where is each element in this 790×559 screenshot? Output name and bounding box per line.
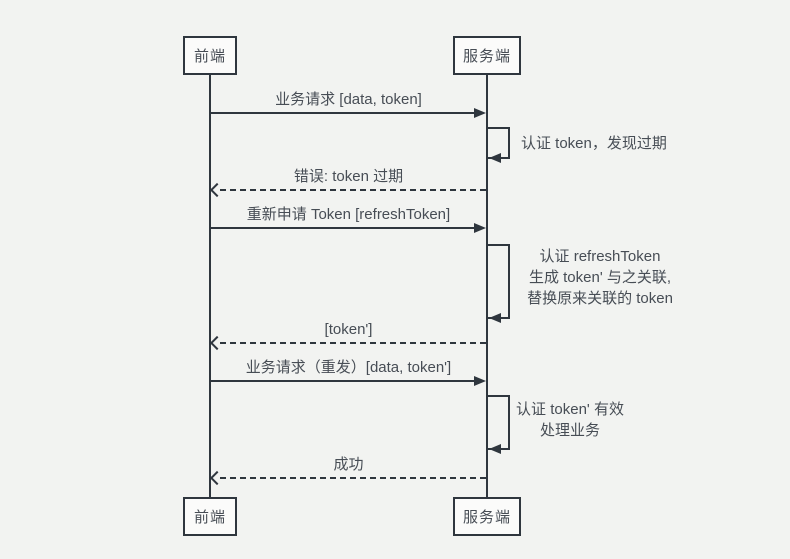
message-label-success: 成功 bbox=[333, 456, 364, 473]
message-line-new-token bbox=[220, 342, 486, 344]
message-label-error-expired: 错误: token 过期 bbox=[293, 168, 404, 185]
message-line-business-request bbox=[211, 112, 476, 114]
participant-label-frontend-bottom: 前端 bbox=[193, 509, 226, 526]
lifeline-server bbox=[486, 75, 488, 497]
self-loop-label-verify-token: 认证 token，发现过期 bbox=[521, 135, 667, 152]
arrowhead-left-icon bbox=[489, 153, 501, 163]
participant-label-frontend-top: 前端 bbox=[193, 48, 226, 65]
self-loop-label-verify-new-token: 认证 token' 有效 处理业务 bbox=[505, 399, 635, 441]
self-loop-label-line: 认证 token' 有效 bbox=[516, 401, 624, 418]
arrowhead-left-icon bbox=[489, 313, 501, 323]
self-loop-label-line: 认证 refreshToken bbox=[539, 248, 661, 265]
message-line-success bbox=[220, 477, 486, 479]
message-line-refresh-request bbox=[211, 227, 476, 229]
self-loop-label-line: 替换原来关联的 token bbox=[527, 290, 673, 307]
message-label-business-request: 业务请求 [data, token] bbox=[275, 91, 422, 108]
participant-box-server-top: 服务端 bbox=[453, 36, 521, 75]
arrowhead-right-icon bbox=[474, 108, 486, 118]
message-line-error-expired bbox=[220, 189, 486, 191]
arrowhead-left-icon bbox=[489, 444, 501, 454]
self-loop-label-line: 处理业务 bbox=[539, 422, 600, 439]
message-line-resend-request bbox=[211, 380, 476, 382]
arrowhead-right-icon bbox=[474, 223, 486, 233]
message-label-refresh-request: 重新申请 Token [refreshToken] bbox=[246, 206, 451, 223]
participant-label-server-top: 服务端 bbox=[462, 48, 511, 65]
message-label-new-token: [token'] bbox=[324, 321, 373, 338]
participant-box-server-bottom: 服务端 bbox=[453, 497, 521, 536]
participant-label-server-bottom: 服务端 bbox=[462, 509, 511, 526]
self-loop-label-verify-refresh-token: 认证 refreshToken 生成 token' 与之关联, 替换原来关联的 … bbox=[500, 246, 700, 309]
participant-box-frontend-top: 前端 bbox=[183, 36, 237, 75]
lifeline-frontend bbox=[209, 75, 211, 497]
arrowhead-right-icon bbox=[474, 376, 486, 386]
message-label-resend-request: 业务请求（重发）[data, token'] bbox=[245, 359, 452, 376]
participant-box-frontend-bottom: 前端 bbox=[183, 497, 237, 536]
self-loop-label-line: 生成 token' 与之关联, bbox=[528, 269, 672, 286]
